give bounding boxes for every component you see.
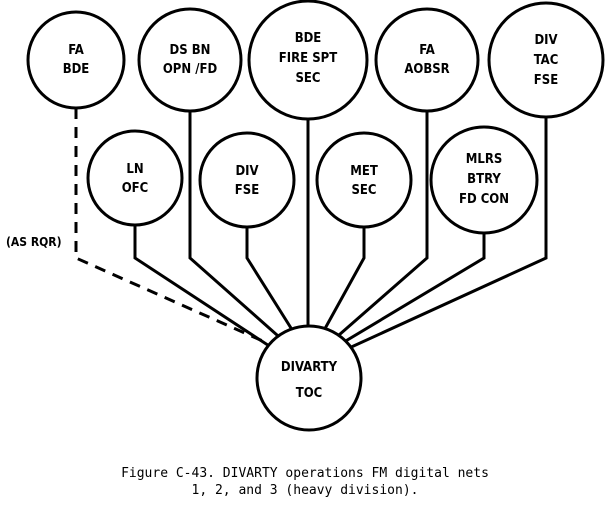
node-mlrs-line-3: FD CON — [459, 192, 509, 207]
node-ds-bn-line-2: OPN /FD — [163, 62, 218, 77]
node-div-fse-line-1: DIV — [235, 164, 258, 179]
node-ds-bn-line-1: DS BN — [170, 43, 211, 58]
node-div-tac-line-2: TAC — [534, 53, 559, 68]
node-div-tac-fse: DIV TAC FSE — [487, 1, 605, 119]
node-ds-bn: DS BN OPN /FD — [137, 7, 243, 113]
node-fa-aobsr-line-2: AOBSR — [404, 62, 449, 77]
node-fa-aobsr-line-1: FA — [419, 43, 435, 58]
caption-line-2: 1, 2, and 3 (heavy division). — [191, 483, 419, 498]
node-divarty-line-1: DIVARTY — [281, 360, 338, 375]
connector-div-fse — [245, 225, 298, 337]
node-met-sec: MET SEC — [315, 131, 413, 229]
node-div-tac-line-1: DIV — [534, 33, 557, 48]
connector-mlrs — [333, 230, 486, 350]
node-fa-bde-line-1: FA — [68, 43, 84, 58]
as-required-label: (AS RQR) — [6, 235, 62, 249]
node-div-fse-line-2: FSE — [235, 183, 259, 198]
connector-ln-ofc — [133, 215, 284, 357]
node-bde-fire-line-2: FIRE SPT — [279, 51, 337, 66]
node-div-fse: DIV FSE — [198, 131, 296, 229]
connector-met-sec — [320, 225, 366, 335]
node-mlrs-line-1: MLRS — [466, 152, 503, 167]
connector-lines — [74, 108, 548, 357]
caption-line-1: Figure C-43. DIVARTY operations FM digit… — [121, 466, 489, 481]
connector-div-tac — [335, 118, 548, 356]
figure-caption: Figure C-43. DIVARTY operations FM digit… — [0, 465, 610, 499]
node-met-sec-line-2: SEC — [352, 183, 377, 198]
node-mlrs-line-2: BTRY — [467, 172, 501, 187]
node-bde-fire-line-1: BDE — [295, 31, 322, 46]
node-ln-ofc-line-1: LN — [126, 162, 143, 177]
node-fa-bde: FA BDE — [26, 10, 126, 110]
node-met-sec-line-1: MET — [350, 164, 378, 179]
node-div-tac-line-3: FSE — [534, 73, 558, 88]
node-ln-ofc: LN OFC — [86, 129, 184, 227]
node-mlrs-btry-fd-con: MLRS BTRY FD CON — [429, 125, 539, 235]
node-ln-ofc-line-2: OFC — [122, 181, 149, 196]
connector-ds-bn — [188, 112, 287, 345]
node-fa-bde-line-2: BDE — [63, 62, 90, 77]
node-divarty-toc: DIVARTY TOC — [255, 324, 363, 432]
connector-fa-aobsr — [330, 112, 429, 344]
node-bde-fire-spt-sec: BDE FIRE SPT SEC — [247, 0, 369, 121]
node-fa-aobsr: FA AOBSR — [374, 7, 480, 113]
node-bde-fire-line-3: SEC — [296, 71, 321, 86]
network-diagram: (AS RQR) FA BDE DS BN OPN /FD BDE FIRE S… — [6, 0, 605, 432]
node-divarty-line-2: TOC — [296, 386, 323, 401]
